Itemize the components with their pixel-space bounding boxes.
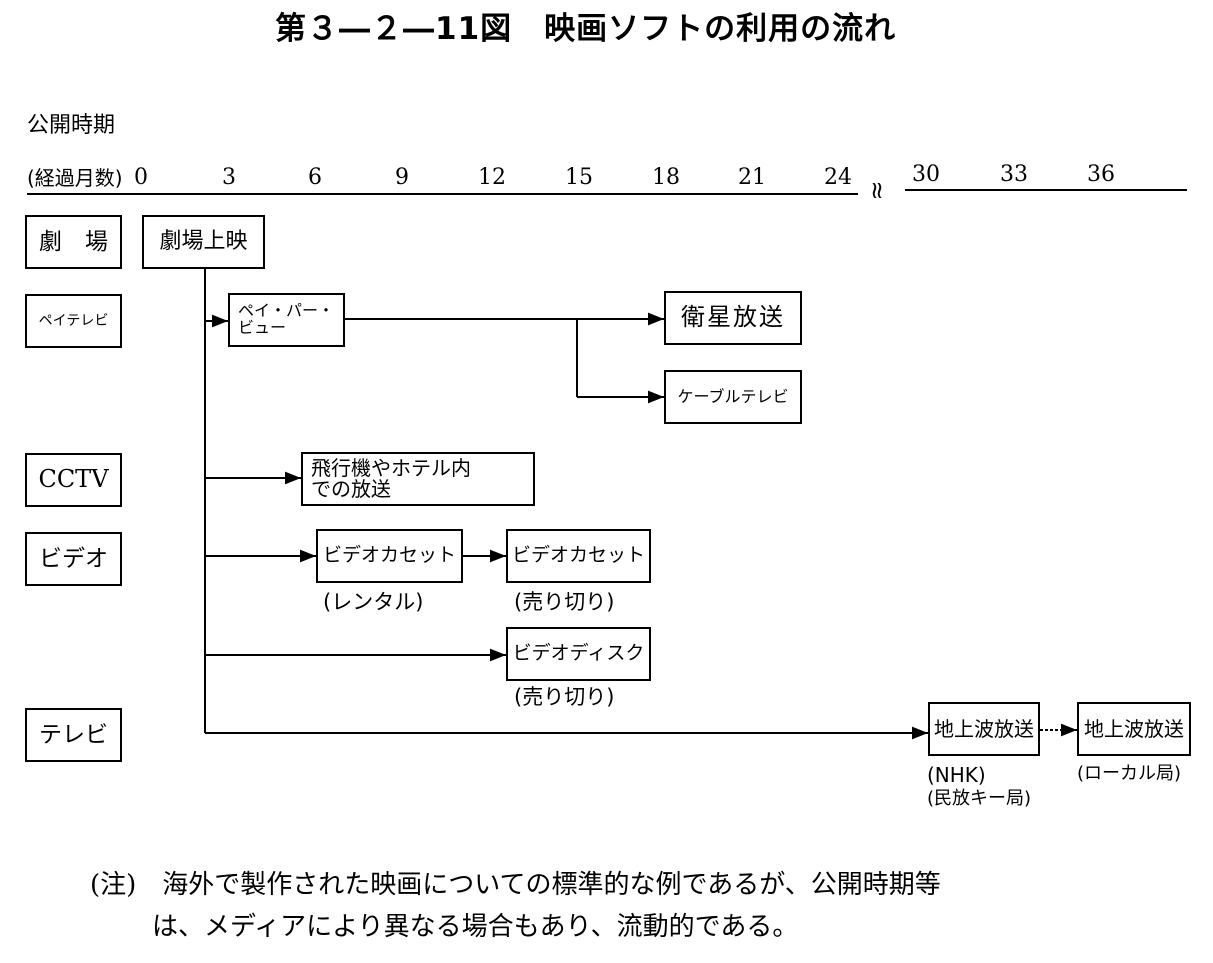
tick-0: 0 xyxy=(134,165,148,190)
tick-15: 15 xyxy=(565,165,593,190)
node-payperview: ペイ・パー・ ビュー xyxy=(228,293,345,347)
tick-18: 18 xyxy=(652,165,680,190)
node-inflight-line1: 飛行機やホテル内 xyxy=(311,456,471,480)
node-terrestrial-local-note: (ローカル局) xyxy=(1077,763,1182,784)
node-video-rental-note: (レンタル) xyxy=(323,590,424,614)
tick-36: 36 xyxy=(1087,162,1115,187)
node-payperview-line2: ビュー xyxy=(238,318,287,337)
timeline-heading: 公開時期 xyxy=(27,113,116,138)
node-payperview-line1: ペイ・パー・ xyxy=(238,301,335,321)
node-theater-release: 劇場上映 xyxy=(142,215,265,269)
tick-33: 33 xyxy=(1000,162,1028,187)
node-videodisc: ビデオディスク xyxy=(506,627,651,681)
node-terrestrial-key: 地上波放送 xyxy=(928,702,1040,756)
node-videodisc-note: (売り切り) xyxy=(514,685,615,709)
tick-3: 3 xyxy=(222,165,236,190)
tick-9: 9 xyxy=(395,165,409,190)
page-title: 第３―２―11図 映画ソフトの利用の流れ xyxy=(275,11,897,47)
node-video-sale: ビデオカセット xyxy=(506,529,651,583)
node-inflight: 飛行機やホテル内 での放送 xyxy=(301,452,535,506)
media-paytv: ペイテレビ xyxy=(25,294,122,348)
media-cctv: CCTV xyxy=(25,453,122,507)
node-inflight-line2: での放送 xyxy=(311,477,391,501)
tick-12: 12 xyxy=(478,165,506,190)
node-video-rental: ビデオカセット xyxy=(316,529,463,583)
media-tv: テレビ xyxy=(25,708,122,762)
media-theater: 劇 場 xyxy=(25,215,122,269)
footnote-line1: (注) 海外で製作された映画についての標準的な例であるが、公開時期等 xyxy=(90,870,941,900)
node-terrestrial-key-note1: (NHK) xyxy=(927,763,986,787)
node-terrestrial-key-note2: (民放キー局) xyxy=(927,788,1032,809)
media-video: ビデオ xyxy=(25,532,122,586)
node-terrestrial-local: 地上波放送 xyxy=(1077,702,1191,756)
node-video-sale-note: (売り切り) xyxy=(514,590,615,614)
tick-30: 30 xyxy=(912,162,940,187)
tick-24: 24 xyxy=(824,165,852,190)
node-cable: ケーブルテレビ xyxy=(664,370,802,424)
footnote-line2: は、メディアにより異なる場合もあり、流動的である。 xyxy=(152,912,799,942)
timeline-unit-label: (経過月数) xyxy=(27,166,123,190)
tick-6: 6 xyxy=(308,165,322,190)
node-satellite: 衛星放送 xyxy=(664,291,802,345)
tick-21: 21 xyxy=(738,165,766,190)
